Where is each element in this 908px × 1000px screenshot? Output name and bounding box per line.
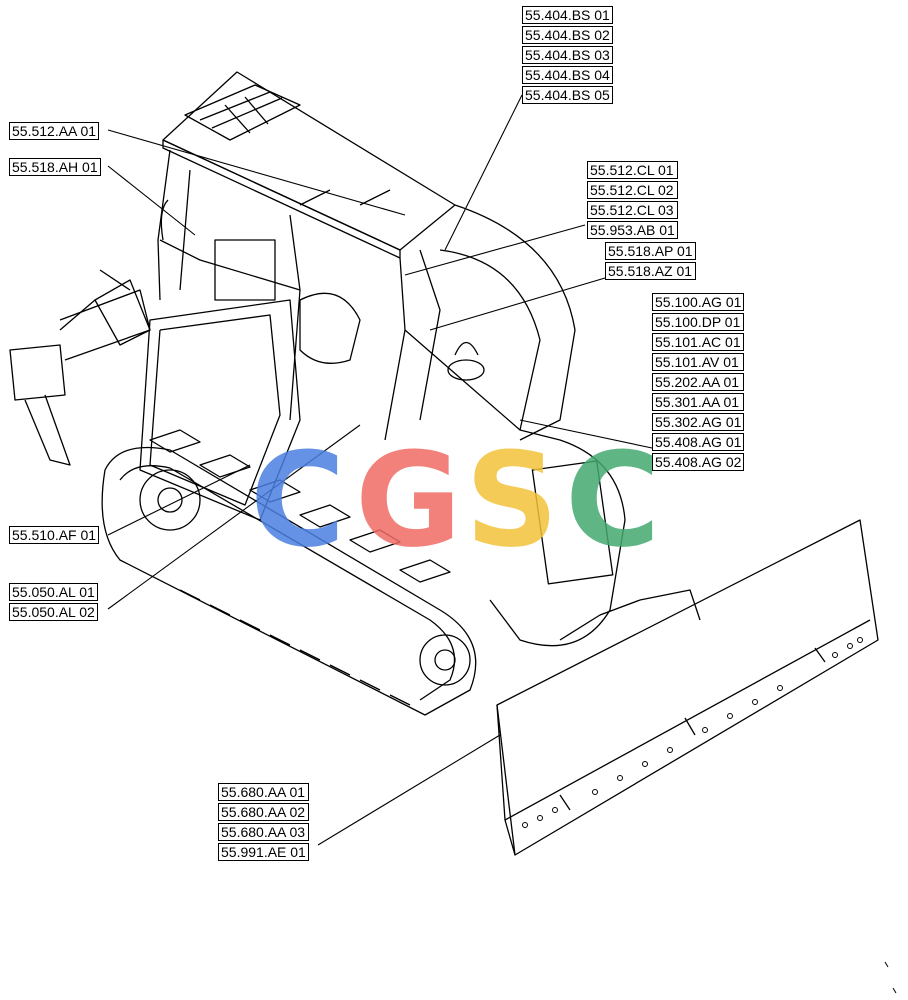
watermark-letter-c1: C [250,440,345,560]
callout-label: 55.101.AC 01 [652,333,745,351]
callout-label: 55.680.AA 01 [218,783,309,801]
callout-label: 55.050.AL 01 [9,583,98,601]
callout-label: 55.680.AA 03 [218,823,309,841]
callout-group-55-100: 55.100.AG 01 55.100.DP 01 55.101.AC 01 5… [652,293,745,473]
callout-label: 55.101.AV 01 [652,353,745,371]
callout-group-55-518-ah: 55.518.AH 01 [9,158,101,178]
callout-label: 55.991.AE 01 [218,843,309,861]
callout-group-55-050: 55.050.AL 01 55.050.AL 02 [9,583,98,623]
callout-label: 55.404.BS 01 [522,6,613,24]
watermark-letter-s: S [465,440,559,560]
corner-marks [884,961,897,994]
callout-label: 55.202.AA 01 [652,373,745,391]
callout-label: 55.050.AL 02 [9,603,98,621]
cab-frame [157,149,441,441]
callout-group-55-404: 55.404.BS 01 55.404.BS 02 55.404.BS 03 5… [522,6,613,106]
callout-label: 55.404.BS 05 [522,86,613,104]
callout-label: 55.301.AA 01 [652,393,745,411]
callout-label: 55.512.AA 01 [9,122,100,140]
callout-label: 55.100.DP 01 [652,313,745,331]
ripper [9,269,151,466]
watermark-logo: C G S C [250,440,660,560]
callout-label: 55.404.BS 04 [522,66,613,84]
callout-label: 55.518.AH 01 [9,158,101,176]
callout-label: 55.404.BS 02 [522,26,613,44]
watermark-letter-g: G [355,440,462,560]
callout-label: 55.680.AA 02 [218,803,309,821]
callout-label: 55.518.AP 01 [605,242,696,260]
track [101,429,477,716]
callout-label: 55.953.AB 01 [587,221,678,239]
blade-bolt-holes [522,637,863,828]
callout-label: 55.512.CL 02 [587,181,678,199]
callout-label: 55.302.AG 01 [652,413,745,431]
callout-group-55-680: 55.680.AA 01 55.680.AA 02 55.680.AA 03 5… [218,783,309,863]
callout-group-55-518-ap: 55.518.AP 01 55.518.AZ 01 [605,242,696,282]
callout-label: 55.408.AG 01 [652,433,745,451]
callout-label: 55.512.CL 01 [587,161,678,179]
callout-group-55-512-aa: 55.512.AA 01 [9,122,100,142]
callout-label: 55.512.CL 03 [587,201,678,219]
callout-label: 55.518.AZ 01 [605,262,696,280]
callout-label: 55.100.AG 01 [652,293,745,311]
callout-group-55-512-cl: 55.512.CL 01 55.512.CL 02 55.512.CL 03 5… [587,161,678,241]
side-panel [139,299,301,521]
callout-label: 55.408.AG 02 [652,453,745,471]
callout-group-55-510: 55.510.AF 01 [9,526,100,546]
callout-label: 55.510.AF 01 [9,526,100,544]
watermark-letter-c2: C [565,440,660,560]
cab-roof [162,71,456,259]
blade [496,519,879,856]
callout-label: 55.404.BS 03 [522,46,613,64]
hood [404,204,626,647]
leader-lines [107,94,653,846]
